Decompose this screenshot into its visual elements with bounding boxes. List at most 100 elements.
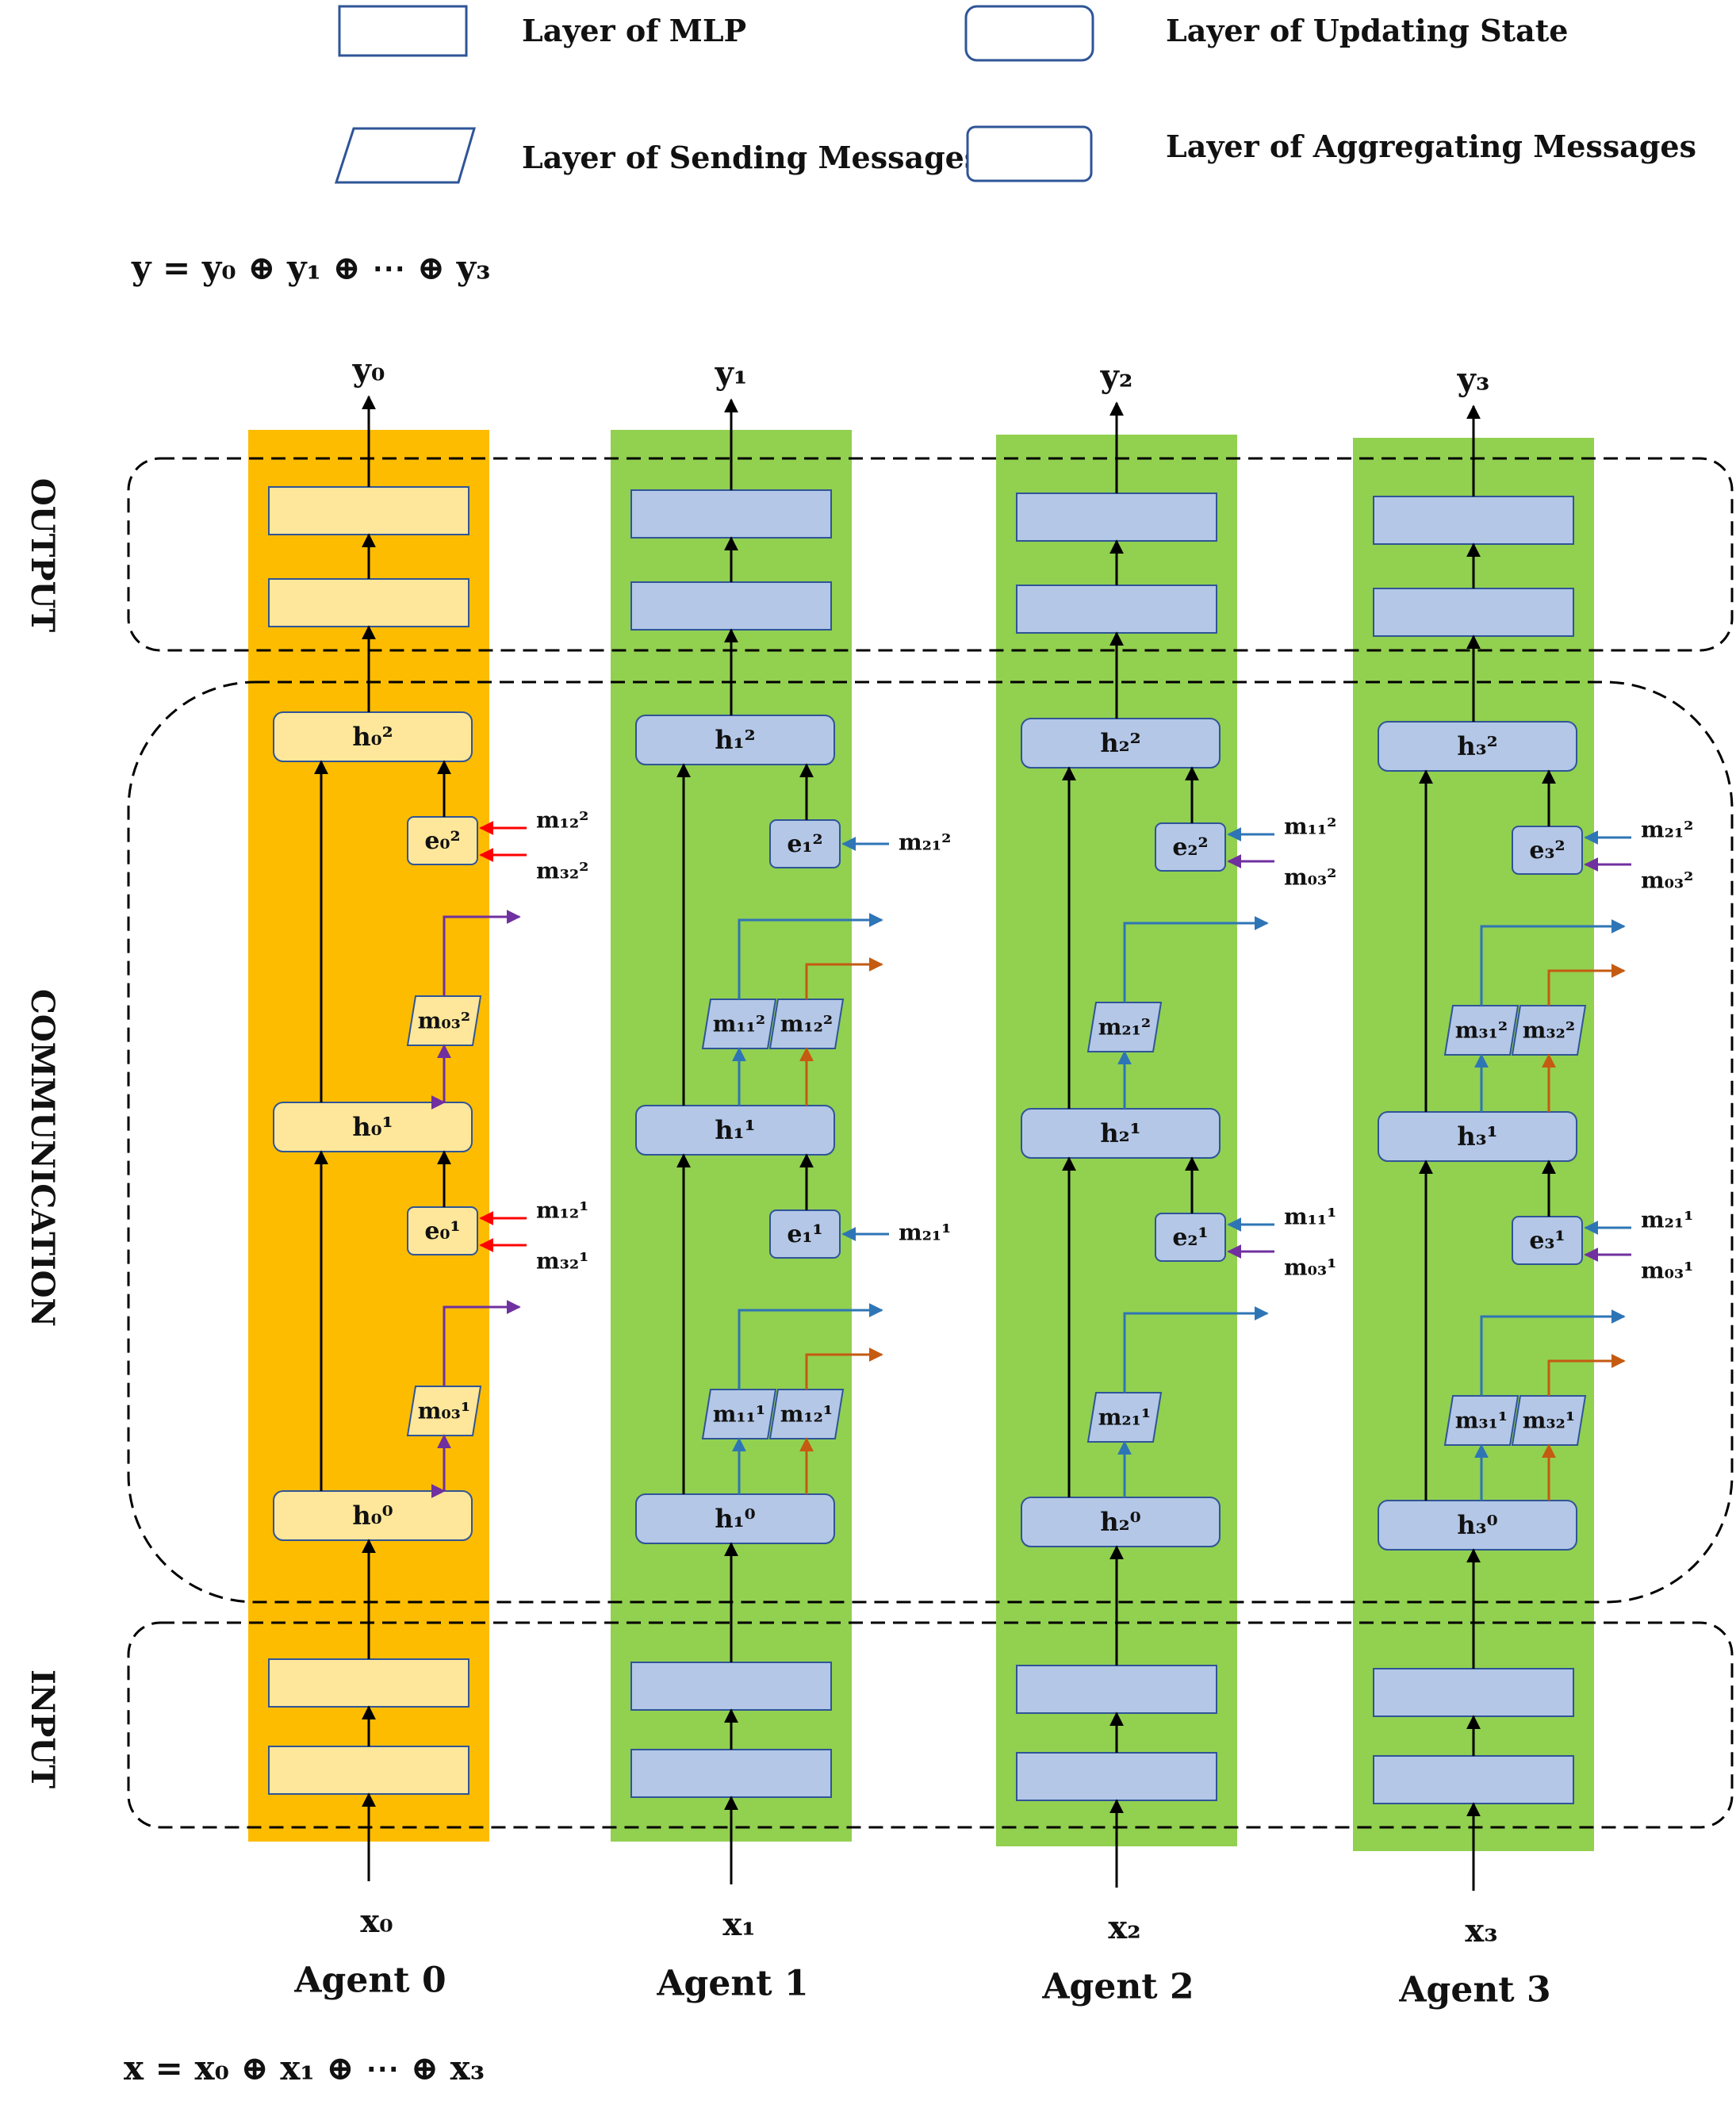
agent-3-send-2-0 — [1443, 1005, 1519, 1056]
agent-0-send-label-1-0: m₀₃¹ — [418, 1398, 470, 1424]
agent-3-recv-label-2-1: m₀₃² — [1641, 868, 1693, 894]
agent-1-h1-box — [635, 1105, 835, 1156]
agent-2-name-label: Agent 2 — [1041, 1967, 1194, 2007]
agent-1-e2-label: e₁² — [787, 830, 822, 858]
agent-3-send-out-arrow-2-0 — [1480, 919, 1626, 1006]
agent-1-input-label: x₁ — [722, 1906, 755, 1943]
agent-2-e2-label: e₂² — [1172, 834, 1208, 861]
agent-2-output-label: y₂ — [1100, 358, 1133, 395]
agent-0-h2-label: h₀² — [352, 722, 393, 752]
agent-0-send-label-2-0: m₀₃² — [418, 1008, 470, 1034]
agent-3-send-out-arrow-1-1 — [1547, 1354, 1626, 1396]
agent-3-send-1-1 — [1511, 1395, 1587, 1446]
agent-2-input-label: x₂ — [1108, 1909, 1140, 1946]
agent-3-send-label-1-0: m₃₁¹ — [1455, 1408, 1508, 1434]
agent-2-e1-box — [1155, 1213, 1226, 1262]
agent-1-output-mlp-top — [630, 489, 832, 539]
agents: y₀h₀⁰h₀¹h₀²e₀¹m₁₂¹m₃₂¹e₀²m₁₂²m₃₂²m₀₃¹m₀₃… — [268, 351, 1693, 2011]
communication-section-outline — [127, 680, 1734, 1604]
agent-3-h2-box — [1378, 721, 1577, 772]
agent-3-name-label: Agent 3 — [1398, 1970, 1550, 2011]
agent-1-send-out-arrow-2-0 — [738, 913, 883, 999]
agent-0-h2-box — [273, 711, 473, 762]
agent-0-send-1-0 — [406, 1386, 482, 1436]
agent-3-e1-box — [1512, 1216, 1583, 1265]
agent-2-recv-label-2-1: m₀₃² — [1284, 864, 1336, 891]
x-equation: x = x₀ ⊕ x₁ ⊕ ⋯ ⊕ x₃ — [124, 2049, 485, 2087]
agent-0-recv-label-1-0: m₁₂¹ — [536, 1198, 588, 1224]
agent-0-input-label: x₀ — [360, 1903, 393, 1940]
agent-1-send-label-2-1: m₁₂² — [780, 1011, 833, 1037]
agent-1-input-mlp-top — [630, 1662, 832, 1711]
agent-3-recv-label-1-0: m₂₁¹ — [1641, 1207, 1693, 1233]
agent-3-send-out-arrow-1-0 — [1480, 1309, 1626, 1396]
agent-3-send-1-0 — [1443, 1395, 1519, 1446]
agent-2-send-out-arrow-2-0 — [1123, 916, 1269, 1002]
agent-1-send-2-0 — [701, 999, 777, 1049]
legend-update-label: Layer of Updating State — [1166, 13, 1568, 48]
agent-0-e2-box — [407, 816, 478, 865]
agent-3-send-label-2-1: m₃₂² — [1523, 1018, 1575, 1044]
legend-send-shape — [334, 127, 477, 184]
agent-2-recv-label-1-1: m₀₃¹ — [1284, 1255, 1336, 1281]
agent-1-output-mlp-bottom — [630, 581, 832, 631]
agent-0-recv-label-2-0: m₁₂² — [536, 807, 588, 834]
agent-2-input-mlp-bottom — [1016, 1752, 1217, 1801]
agent-0-h0-label: h₀⁰ — [352, 1501, 393, 1531]
agent-2-output-mlp-top — [1016, 493, 1217, 542]
communication-section-label: COMMUNICATION — [24, 989, 61, 1327]
agent-2-h2-box — [1021, 718, 1221, 769]
agent-1-send-out-arrow-1-1 — [805, 1347, 883, 1390]
agent-3-h1-box — [1378, 1111, 1577, 1162]
agent-1-e2-box — [769, 819, 841, 868]
agent-3-send-out-arrow-2-1 — [1547, 964, 1626, 1006]
agent-2-h0-label: h₂⁰ — [1100, 1507, 1140, 1537]
agent-0-input-mlp-bottom — [268, 1746, 469, 1795]
agent-1-h2-box — [635, 715, 835, 765]
agent-1-send-2-1 — [768, 999, 845, 1049]
agent-0-e1-label: e₀¹ — [424, 1217, 460, 1245]
agent-1-e1-label: e₁¹ — [787, 1221, 822, 1248]
output-section-label: OUTPUT — [24, 478, 61, 632]
y-equation: y = y₀ ⊕ y₁ ⊕ ⋯ ⊕ y₃ — [131, 248, 491, 287]
legend-mlp-label: Layer of MLP — [522, 13, 746, 48]
agent-1-h2-label: h₁² — [715, 725, 755, 755]
agent-2-h2-label: h₂² — [1100, 728, 1140, 758]
agent-3-recv-label-1-1: m₀₃¹ — [1641, 1258, 1693, 1284]
agent-2-send-label-2-0: m₂₁² — [1098, 1014, 1151, 1041]
agent-3-recv-label-2-0: m₂₁² — [1641, 817, 1693, 843]
agent-0-output-mlp-top — [268, 486, 469, 535]
agent-2-send-label-1-0: m₂₁¹ — [1098, 1405, 1151, 1431]
legend-send-label: Layer of Sending Messages — [522, 140, 981, 175]
agent-1-h0-label: h₁⁰ — [715, 1504, 755, 1534]
agent-2-h1-label: h₂¹ — [1100, 1118, 1140, 1148]
agent-3-output-mlp-bottom — [1373, 588, 1574, 637]
legend-aggregate-label: Layer of Aggregating Messages — [1166, 128, 1696, 164]
agent-0-recv-label-2-1: m₃₂² — [536, 858, 588, 884]
agent-1-output-label: y₁ — [715, 355, 748, 392]
agent-3-send-label-2-0: m₃₁² — [1455, 1018, 1508, 1044]
agent-0-recv-label-1-1: m₃₂¹ — [536, 1248, 588, 1275]
agent-3-input-label: x₃ — [1465, 1912, 1497, 1949]
agent-1-send-label-1-1: m₁₂¹ — [780, 1401, 833, 1428]
legend-aggregate-shape — [966, 125, 1093, 182]
agent-3-send-label-1-1: m₃₂¹ — [1523, 1408, 1575, 1434]
agent-1-input-mlp-bottom — [630, 1749, 832, 1798]
agent-1-send-1-1 — [768, 1389, 845, 1439]
agent-3-e2-box — [1512, 826, 1583, 875]
agent-2-e1-label: e₂¹ — [1172, 1224, 1208, 1252]
agent-1-send-out-arrow-2-1 — [805, 957, 883, 999]
agent-0-input-mlp-top — [268, 1658, 469, 1708]
agent-3-send-2-1 — [1511, 1005, 1587, 1056]
agent-1-name-label: Agent 1 — [656, 1964, 808, 2004]
agent-3-e1-label: e₃¹ — [1529, 1227, 1565, 1255]
agent-1-h1-label: h₁¹ — [715, 1115, 755, 1145]
agent-1-send-1-0 — [701, 1389, 777, 1439]
agent-0-send-2-0 — [406, 995, 482, 1046]
agent-3-h2-label: h₃² — [1457, 731, 1497, 761]
agent-0-output-mlp-bottom — [268, 578, 469, 627]
agent-2-input-mlp-top — [1016, 1665, 1217, 1714]
agent-3-e2-label: e₃² — [1529, 837, 1565, 864]
agent-1-e1-box — [769, 1209, 841, 1259]
